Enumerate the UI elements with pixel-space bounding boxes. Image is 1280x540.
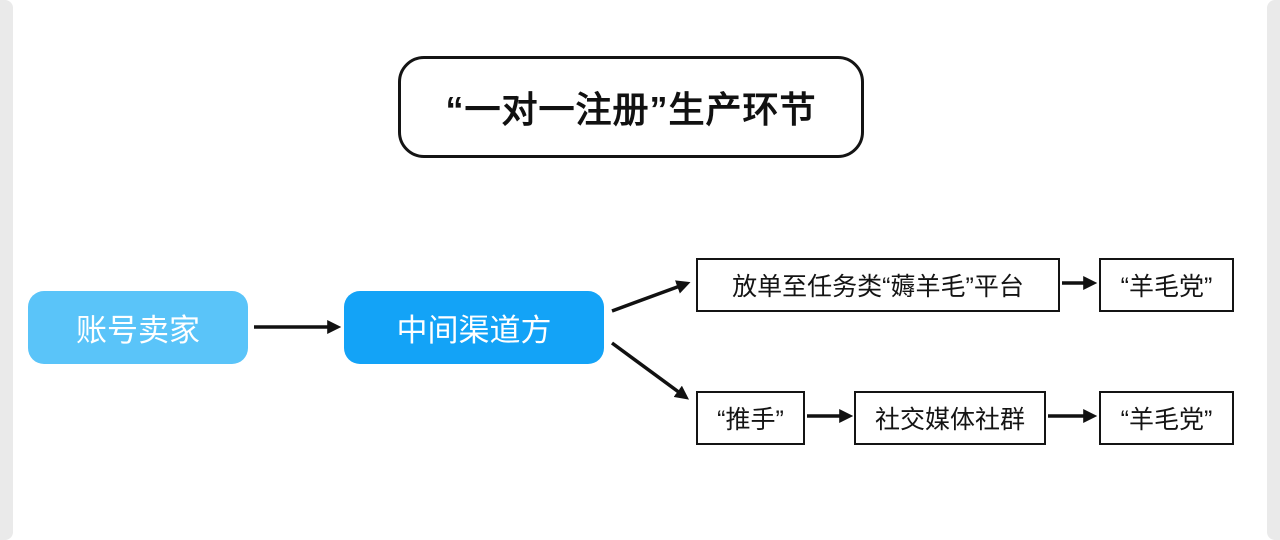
arrow-channel-to-pusher (610, 341, 690, 400)
left-edge-strip (0, 0, 13, 540)
node-task-platform: 放单至任务类“薅羊毛”平台 (696, 258, 1060, 312)
diagram-title: “一对一注册”生产环节 (445, 89, 817, 130)
node-middle-channel: 中间渠道方 (344, 291, 604, 364)
node-wool-party-top: “羊毛党” (1099, 258, 1234, 312)
arrow-channel-to-task-platform (611, 280, 691, 313)
node-account-seller: 账号卖家 (28, 291, 248, 364)
right-edge-strip (1267, 0, 1280, 540)
node-social-media-group: 社交媒体社群 (854, 391, 1046, 445)
title-box: “一对一注册”生产环节 (398, 56, 864, 158)
node-pusher: “推手” (696, 391, 805, 445)
node-wool-party-bottom: “羊毛党” (1099, 391, 1234, 445)
